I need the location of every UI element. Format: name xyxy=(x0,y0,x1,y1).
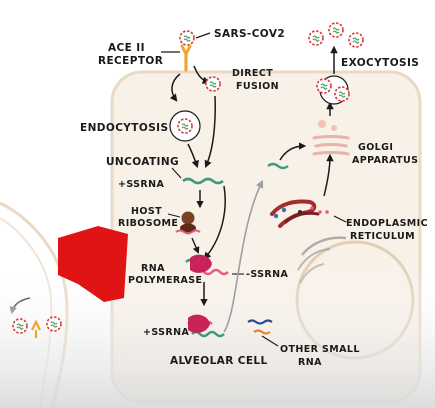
ribosome-icon xyxy=(175,211,201,235)
receptor-label-line1: ACE II xyxy=(108,42,145,54)
golgi-icon xyxy=(312,120,350,156)
vesicle-icon xyxy=(169,110,201,142)
red-block xyxy=(58,226,128,302)
golgi-label-line1: GOLGI xyxy=(358,142,393,153)
other-rna-label-line1: OTHER SMALL xyxy=(280,344,360,355)
rna-polymerase-label-line2: POLYMERASE xyxy=(128,275,202,286)
uncoating-label: UNCOATING xyxy=(106,156,179,168)
er-icon xyxy=(270,199,329,228)
endocytosis-label: ENDOCYTOSIS xyxy=(80,122,168,134)
exocytosis-label: EXOCYTOSIS xyxy=(341,57,419,69)
direct-fusion-label-line1: DIRECT xyxy=(232,68,273,79)
rna-polymerase-label-line1: RNA xyxy=(141,263,165,274)
rna-strand xyxy=(182,177,224,185)
ssrna-plus-label: +SSRNA xyxy=(118,179,164,190)
rna-polymerase-icon-2 xyxy=(187,314,225,338)
host-ribosome-label-line1: HOST xyxy=(131,206,162,217)
ace2-receptor-icon xyxy=(180,44,192,72)
other-small-rna xyxy=(247,319,273,335)
er-label-line2: RETICULUM xyxy=(350,231,415,242)
direct-fusion-label-line2: FUSION xyxy=(236,81,279,92)
alveolar-cell-label: ALVEOLAR CELL xyxy=(170,355,268,367)
other-rna-label-line2: RNA xyxy=(298,357,322,368)
virus-label: SARS-COV2 xyxy=(214,28,285,40)
host-ribosome-label-line2: RIBOSOME xyxy=(118,218,178,229)
receptor-label-line2: RECEPTOR xyxy=(98,55,163,67)
ssrna-minus-label: -SSRNA xyxy=(246,269,288,280)
er-label-line1: ENDOPLASMIC xyxy=(346,218,428,229)
golgi-label-line2: APPARATUS xyxy=(352,155,418,166)
ssrna-plus-label-2: +SSRNA xyxy=(143,327,189,338)
exocytosis-vesicle xyxy=(316,75,350,105)
rna-polymerase-icon xyxy=(185,254,229,276)
